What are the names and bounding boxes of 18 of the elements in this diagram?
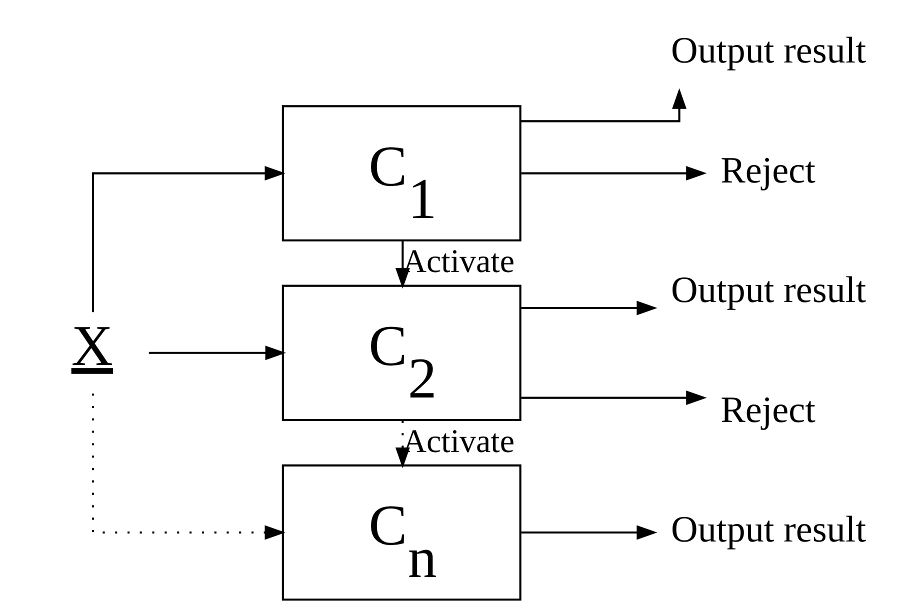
node-text: Reject <box>720 390 815 431</box>
arrow <box>520 300 657 316</box>
arrow <box>394 420 410 468</box>
arrow <box>148 346 286 360</box>
arrow <box>91 394 285 540</box>
arrow <box>520 525 657 540</box>
arrow <box>394 241 410 289</box>
edge-label: Activate <box>402 424 514 460</box>
arrow <box>520 390 706 406</box>
node-text: Output result <box>670 510 866 551</box>
edge-label: Activate <box>402 244 514 280</box>
node-text: Output result <box>670 270 866 312</box>
node-text: Reject <box>720 150 815 192</box>
node-text: X <box>70 313 113 378</box>
arrow <box>91 166 285 312</box>
node-text: Output result <box>670 30 866 72</box>
arrow <box>520 166 706 181</box>
arrow <box>520 88 686 122</box>
